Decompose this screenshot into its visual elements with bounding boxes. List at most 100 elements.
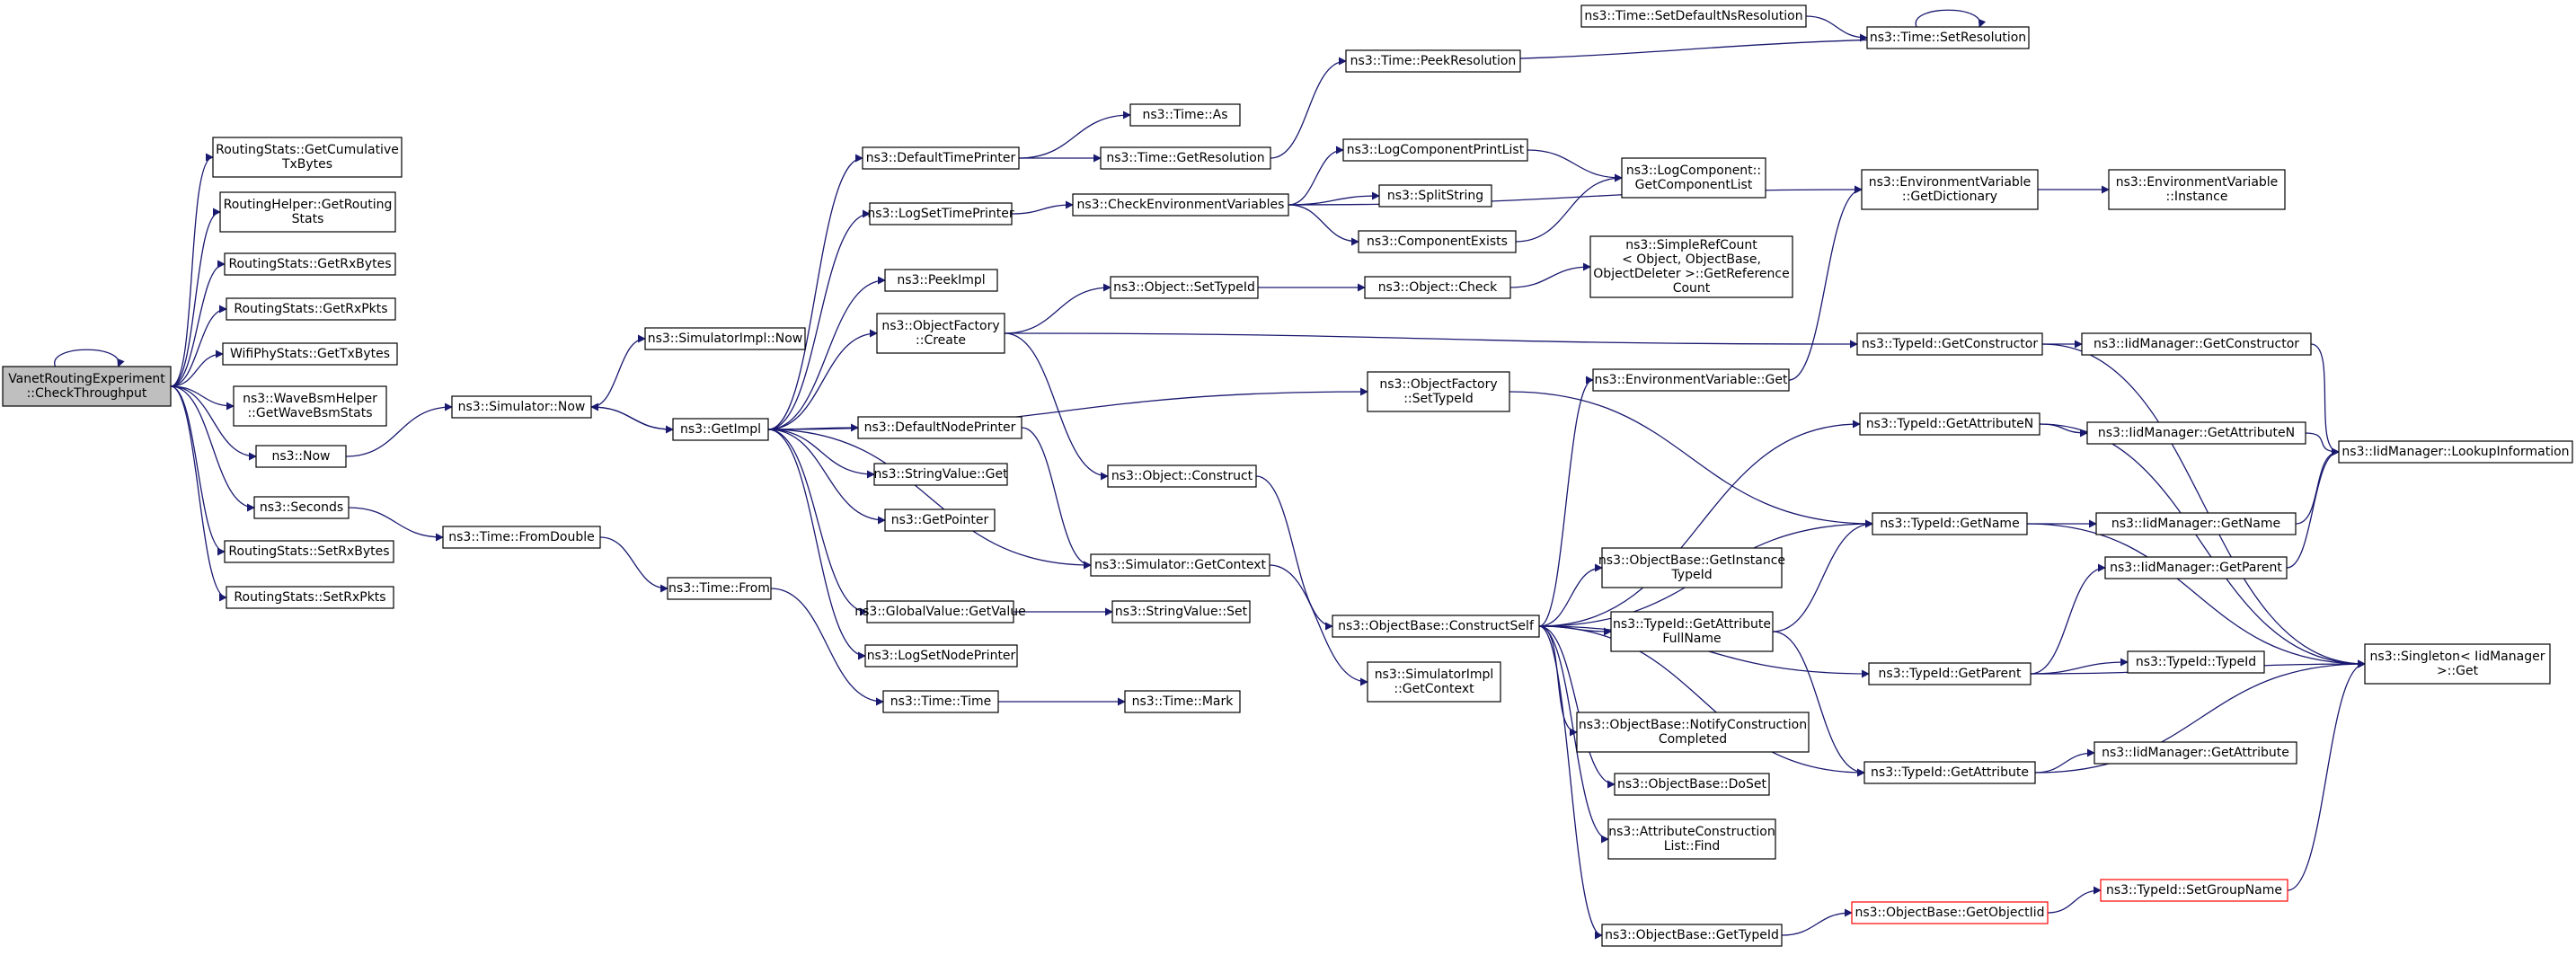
node-srcount[interactable]: ns3::SimpleRefCount< Object, ObjectBase,… [1589, 235, 1793, 298]
node-tid-getparent[interactable]: ns3::TypeId::GetParent [1868, 662, 2032, 685]
node-time-from[interactable]: ns3::Time::From [667, 577, 772, 600]
node-label: ns3::Simulator::GetContext [1094, 558, 1267, 572]
node-of-settypeid[interactable]: ns3::ObjectFactory::SetTypeId [1367, 371, 1510, 412]
node-dtp[interactable]: ns3::DefaultTimePrinter [862, 146, 1020, 170]
node-tid-getctor[interactable]: ns3::TypeId::GetConstructor [1856, 332, 2043, 356]
node-obj-construct[interactable]: ns3::Object::Construct [1107, 464, 1257, 488]
node-tid-setgroup[interactable]: ns3::TypeId::SetGroupName [2100, 879, 2288, 902]
node-box [1589, 235, 1793, 298]
node-tid-gan[interactable]: ns3::TypeId::GetAttributeN [1859, 412, 2040, 436]
node-iid-gan[interactable]: ns3::IidManager::GetAttributeN [2086, 421, 2306, 445]
node-now[interactable]: ns3::Now [255, 445, 347, 468]
node-iid-getname[interactable]: ns3::IidManager::GetName [2095, 512, 2297, 535]
node-obc-self[interactable]: ns3::ObjectBase::ConstructSelf [1332, 615, 1540, 638]
node-box [2, 366, 172, 407]
call-edge [1515, 173, 1623, 243]
node-iid-getctor[interactable]: ns3::IidManager::GetConstructor [2081, 332, 2312, 356]
node-rs-srxb[interactable]: RoutingStats::SetRxBytes [224, 540, 394, 563]
node-label: ns3::IidManager::GetName [2111, 517, 2280, 531]
node-setres[interactable]: ns3::Time::SetResolution [1866, 26, 2030, 49]
node-peekimpl[interactable]: ns3::PeekImpl [884, 269, 998, 292]
node-seconds[interactable]: ns3::Seconds [253, 496, 350, 519]
node-of-create[interactable]: ns3::ObjectFactory::Create [876, 313, 1005, 354]
node-sim-now[interactable]: ns3::Simulator::Now [451, 395, 592, 419]
node-compexists[interactable]: ns3::ComponentExists [1358, 230, 1517, 253]
node-cev[interactable]: ns3::CheckEnvironmentVariables [1072, 193, 1289, 217]
call-edge [767, 429, 875, 479]
node-rs-grxb[interactable]: RoutingStats::GetRxBytes [224, 252, 396, 276]
node-lstp[interactable]: ns3::LogSetTimePrinter [867, 202, 1014, 225]
node-getimpl[interactable]: ns3::GetImpl [672, 418, 769, 441]
node-label: ns3::TypeId::GetConstructor [1862, 337, 2038, 351]
node-gv-getvalue[interactable]: ns3::GlobalValue::GetValue [854, 600, 1026, 623]
call-edge [1781, 908, 1853, 936]
node-fromdouble[interactable]: ns3::Time::FromDouble [442, 526, 601, 549]
node-label: RoutingHelper::GetRouting [224, 198, 393, 212]
node-lc-gcl[interactable]: ns3::LogComponent::GetComponentList [1621, 157, 1766, 199]
node-box [1124, 690, 1241, 713]
node-time-mark[interactable]: ns3::Time::Mark [1124, 690, 1241, 713]
node-iid-getparent[interactable]: ns3::IidManager::GetParent [2104, 556, 2288, 579]
node-label: ns3::ObjectFactory [881, 319, 999, 333]
node-rs-srxp[interactable]: RoutingStats::SetRxPkts [226, 586, 394, 609]
node-splitstring[interactable]: ns3::SplitString [1378, 184, 1492, 208]
node-box [219, 191, 396, 233]
node-time-getres[interactable]: ns3::Time::GetResolution [1100, 146, 1271, 170]
node-ob-doset[interactable]: ns3::ObjectBase::DoSet [1614, 773, 1770, 796]
node-simimpl-getctx[interactable]: ns3::SimulatorImpl::GetContext [1367, 661, 1501, 703]
node-box [226, 297, 396, 321]
node-label: ns3::Time::Time [890, 694, 991, 709]
node-lsnp[interactable]: ns3::LogSetNodePrinter [864, 644, 1018, 668]
call-edge [770, 588, 884, 706]
node-label: ns3::GetImpl [680, 422, 761, 437]
node-ob-getobjiid[interactable]: ns3::ObjectBase::GetObjectIid [1851, 901, 2049, 924]
node-box [1364, 276, 1511, 299]
node-lcpl[interactable]: ns3::LogComponentPrintList [1342, 138, 1528, 162]
node-singleton[interactable]: ns3::Singleton< IidManager>::Get [2364, 643, 2551, 685]
node-ob-gettypeid[interactable]: ns3::ObjectBase::GetTypeId [1601, 924, 1783, 947]
node-ev-get[interactable]: ns3::EnvironmentVariable::Get [1592, 368, 1790, 392]
node-wps-gtx[interactable]: WifiPhyStats::GetTxBytes [222, 342, 398, 366]
node-label: ns3::Time::FromDouble [448, 530, 595, 544]
node-label: ns3::ComponentExists [1367, 234, 1508, 249]
node-tid-typeid[interactable]: ns3::TypeId::TypeId [2127, 650, 2265, 674]
call-edge [767, 276, 886, 430]
node-dnp[interactable]: ns3::DefaultNodePrinter [857, 416, 1022, 439]
node-setdefns[interactable]: ns3::Time::SetDefaultNsResolution [1580, 4, 1807, 28]
node-label: RoutingStats::GetRxPkts [234, 302, 387, 316]
node-obj-check[interactable]: ns3::Object::Check [1364, 276, 1511, 299]
node-sv-get[interactable]: ns3::StringValue::Get [873, 463, 1008, 486]
call-edge [767, 329, 878, 430]
node-label: List::Find [1664, 839, 1721, 853]
node-box [869, 202, 1013, 225]
call-edge [1509, 262, 1591, 288]
node-sv-set[interactable]: ns3::StringValue::Set [1111, 600, 1251, 623]
node-label: ns3::EnvironmentVariable::Get [1595, 373, 1788, 387]
node-ob-notify[interactable]: ns3::ObjectBase::NotifyConstructionCompl… [1576, 712, 1810, 753]
node-getpointer[interactable]: ns3::GetPointer [884, 508, 996, 532]
node-tid-getname[interactable]: ns3::TypeId::GetName [1872, 512, 2028, 535]
node-label: ns3::GetPointer [891, 513, 989, 527]
node-peekres[interactable]: ns3::Time::PeekResolution [1345, 49, 1521, 73]
node-ev-instance[interactable]: ns3::EnvironmentVariable::Instance [2108, 169, 2286, 210]
node-iid-getattr[interactable]: ns3::IidManager::GetAttribute [2094, 741, 2297, 765]
node-iid-lookup[interactable]: ns3::IidManager::LookupInformation [2338, 440, 2573, 464]
node-root[interactable]: VanetRoutingExperiment::CheckThroughput [2, 366, 172, 407]
node-label: ns3::ObjectBase::ConstructSelf [1338, 619, 1535, 633]
node-simimpl-now[interactable]: ns3::SimulatorImpl::Now [644, 327, 806, 350]
node-label: ns3::EnvironmentVariable [1869, 175, 2032, 190]
node-sim-getctx[interactable]: ns3::Simulator::GetContext [1090, 553, 1270, 577]
node-tid-getattr[interactable]: ns3::TypeId::GetAttribute [1863, 761, 2036, 784]
node-time-as[interactable]: ns3::Time::As [1129, 103, 1241, 127]
node-time-time[interactable]: ns3::Time::Time [882, 690, 999, 713]
node-wbh[interactable]: ns3::WaveBsmHelper::GetWaveBsmStats [233, 385, 387, 427]
node-obj-settypeid[interactable]: ns3::Object::SetTypeId [1110, 276, 1259, 299]
node-label: ns3::StringValue::Set [1115, 605, 1248, 619]
node-rs-grxp[interactable]: RoutingStats::GetRxPkts [226, 297, 396, 321]
node-ev-getdict[interactable]: ns3::EnvironmentVariable::GetDictionary [1861, 169, 2039, 210]
